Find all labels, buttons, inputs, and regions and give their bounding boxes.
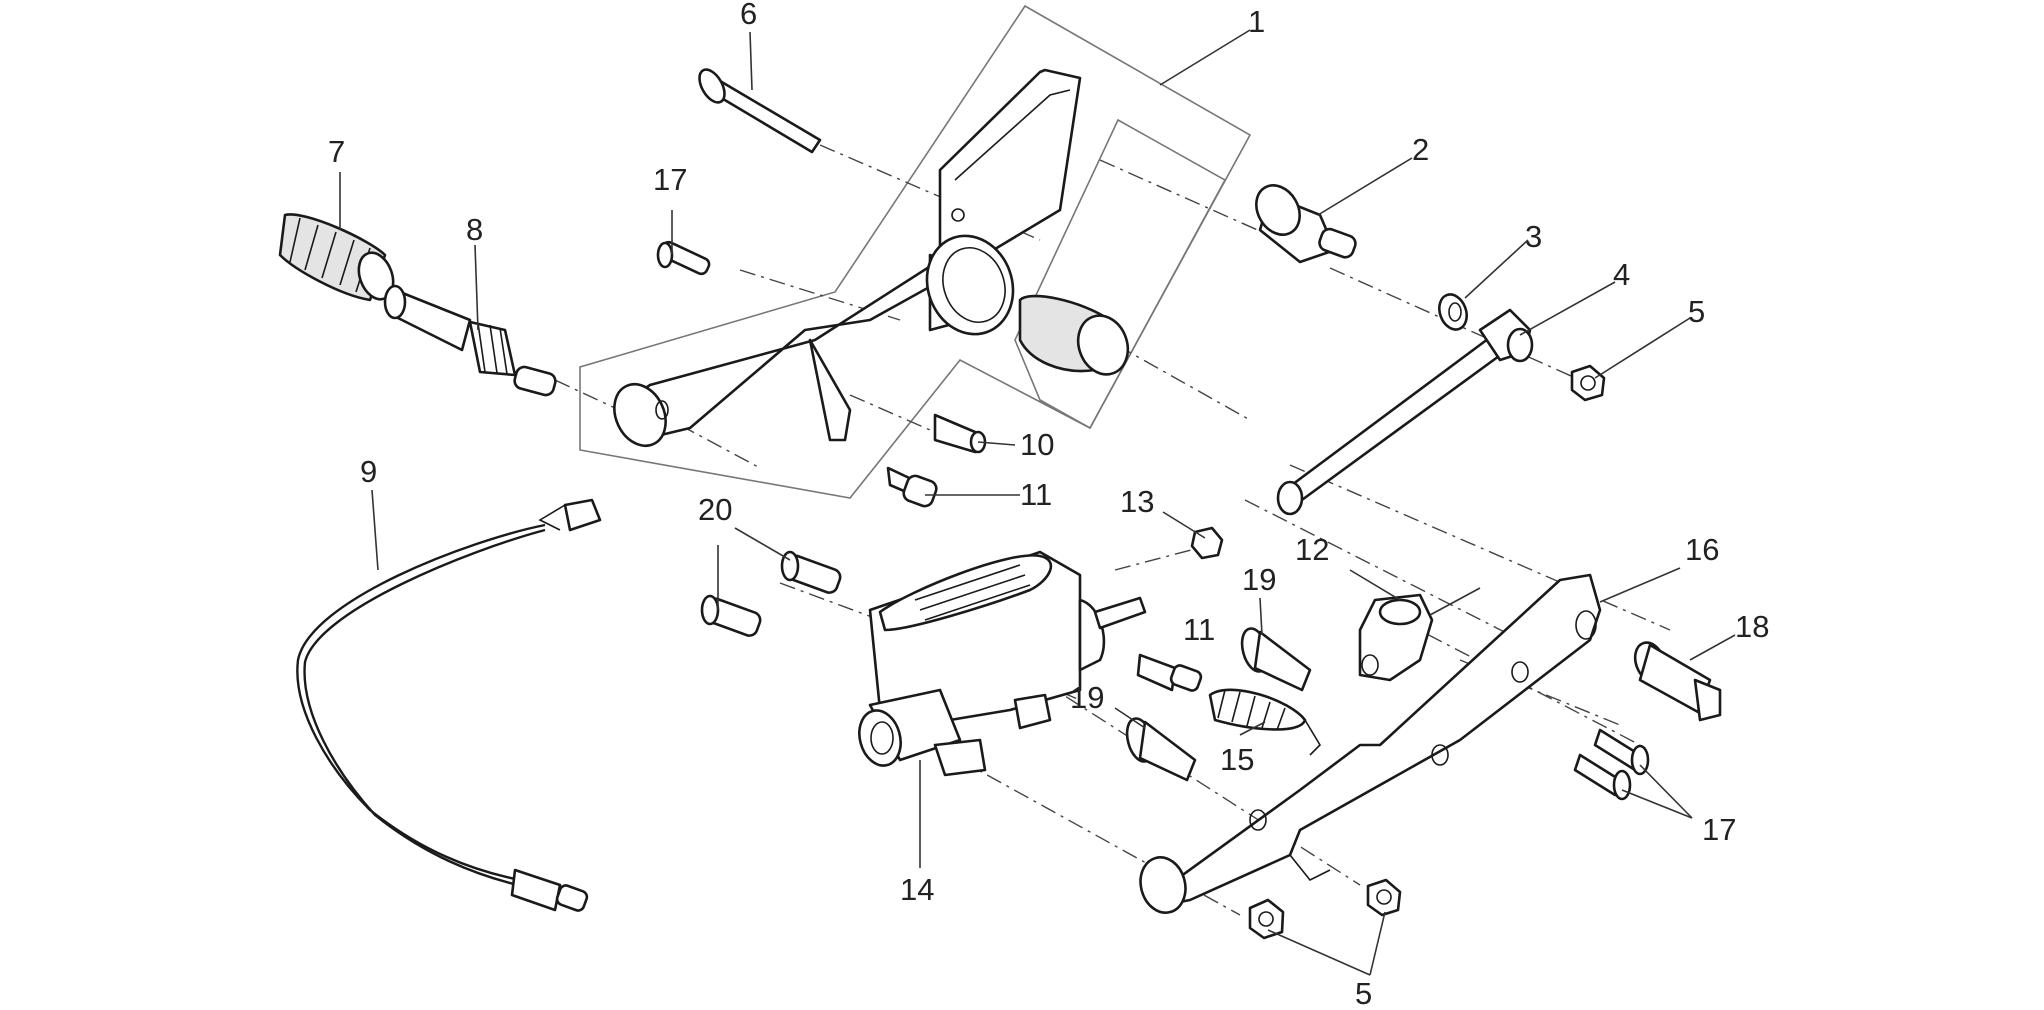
callout-4: 4 — [1613, 257, 1630, 292]
linkage-rod-part-4 — [1276, 308, 1534, 516]
foot-peg-shaft-part-8 — [383, 284, 557, 397]
lock-nut-part-5-upper — [1570, 364, 1606, 402]
callout-20: 20 — [698, 492, 732, 527]
pivot-pin-part-6 — [698, 68, 822, 154]
callout-6: 6 — [740, 0, 757, 31]
callout-15: 15 — [1220, 742, 1254, 777]
adjuster-screw-part-11-upper — [886, 466, 938, 508]
brake-pedal-lever-part-1 — [613, 68, 1082, 448]
flange-bolt-part-18 — [1633, 641, 1722, 722]
callout-13: 13 — [1120, 484, 1154, 519]
callout-11-upper: 11 — [1020, 477, 1052, 512]
callout-11-lower: 11 — [1183, 612, 1215, 647]
callout-16: 16 — [1685, 532, 1719, 567]
callout-9: 9 — [360, 454, 377, 489]
assembly-axes — [554, 144, 1671, 916]
return-spring-part-15 — [1208, 688, 1322, 756]
shoulder-bolt-part-19-upper — [1240, 627, 1312, 692]
lock-nut-part-5-lower-right — [1366, 878, 1402, 917]
callout-19-lower: 19 — [1070, 680, 1104, 715]
callout-17-upper: 17 — [653, 162, 687, 197]
callout-19-upper: 19 — [1242, 562, 1276, 597]
pedal-bushing-small — [1018, 294, 1130, 376]
adjuster-nut-part-10 — [933, 413, 987, 454]
mounting-bracket-part-12 — [1358, 593, 1434, 682]
spacer-part-2 — [1255, 184, 1357, 264]
callout-5-lower: 5 — [1355, 976, 1372, 1010]
callout-12: 12 — [1295, 532, 1329, 567]
clevis-pin-part-17 — [656, 240, 1650, 801]
callout-17-lower: 17 — [1702, 812, 1736, 847]
lock-nut-part-5-lower-left — [1248, 898, 1285, 940]
callout-5-upper: 5 — [1688, 294, 1705, 329]
callout-18: 18 — [1735, 609, 1769, 644]
callout-14: 14 — [900, 872, 934, 907]
shoulder-bolt-part-19-lower — [1125, 717, 1197, 782]
callout-labels: 1 2 3 4 5 6 7 8 9 10 11 12 13 14 15 16 1… — [328, 0, 1769, 1010]
mounting-pin-part-20 — [700, 550, 842, 637]
pedal-bushing-large — [925, 234, 1015, 336]
brake-switch-cable-part-9 — [296, 498, 602, 912]
washer-part-3 — [1438, 293, 1468, 331]
callout-10: 10 — [1020, 427, 1054, 462]
callout-3: 3 — [1525, 219, 1542, 254]
callout-leaders — [339, 29, 1736, 976]
callout-8: 8 — [466, 212, 483, 247]
callout-1: 1 — [1248, 4, 1265, 39]
pedal-bracket-plate-part-16 — [1139, 573, 1602, 914]
callout-7: 7 — [328, 134, 345, 169]
brake-master-cylinder-part-14 — [858, 550, 1147, 777]
foot-peg-rubber-part-7 — [278, 213, 395, 302]
callout-2: 2 — [1412, 132, 1429, 167]
adjuster-screw-part-11-lower — [1136, 653, 1203, 692]
